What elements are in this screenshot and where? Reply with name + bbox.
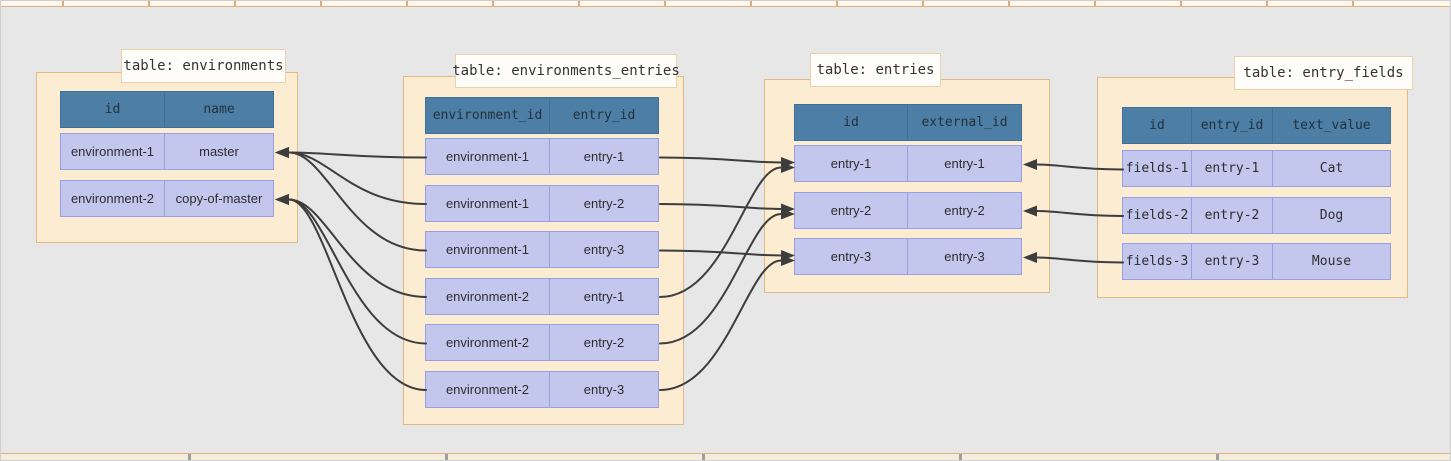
header-cell: name (164, 91, 274, 128)
table-title-text: table: entries (816, 62, 935, 78)
header-cell: environment_id (425, 97, 550, 134)
clipped-boxes-bottom-strip (1, 453, 1450, 460)
table-cell: entry-2 (1191, 196, 1273, 234)
table-cell: entry-3 (549, 370, 659, 408)
table-cell: environment-2 (425, 370, 550, 408)
table-cell: environment-1 (425, 138, 550, 175)
clipped-boxes-top-strip (1, 1, 1450, 7)
table-cell: entry-1 (549, 277, 659, 315)
table-cell: environment-2 (425, 324, 550, 361)
table-cell: entry-2 (549, 324, 659, 361)
table-title-environments: table: environments (121, 49, 286, 83)
header-cell: entry_id (1191, 107, 1273, 144)
table-cell: environment-1 (425, 184, 550, 222)
table-cell: fields-3 (1122, 243, 1192, 280)
table-cell: copy-of-master (164, 180, 274, 217)
table-title-entry-fields: table: entry_fields (1234, 56, 1413, 90)
table-cell: entry-2 (549, 184, 659, 222)
table-cell: entry-1 (1191, 150, 1273, 187)
table-cell: entry-2 (907, 191, 1022, 229)
table-title-text: table: environments_entries (452, 63, 680, 79)
header-cell: id (1122, 107, 1192, 144)
header-cell: external_id (907, 104, 1022, 141)
table-cell: entry-3 (549, 231, 659, 268)
header-cell: id (794, 104, 908, 141)
table-cell: environment-2 (60, 180, 165, 217)
header-cell: id (60, 91, 165, 128)
table-cell: Dog (1272, 196, 1391, 234)
table-cell: entry-1 (549, 138, 659, 175)
header-cell: entry_id (549, 97, 659, 134)
table-title-text: table: environments (123, 58, 284, 74)
table-title-entries: table: entries (810, 53, 941, 87)
table-panel-environments-entries: table: environments_entries environment_… (403, 54, 684, 425)
table-cell: environment-1 (425, 231, 550, 268)
table-cell: entry-1 (794, 145, 908, 182)
table-cell: master (164, 133, 274, 170)
header-cell: text_value (1272, 107, 1391, 144)
table-cell: entry-2 (794, 191, 908, 229)
table-cell: fields-1 (1122, 150, 1192, 187)
table-cell: fields-2 (1122, 196, 1192, 234)
table-cell: Cat (1272, 150, 1391, 187)
table-cell: entry-3 (907, 238, 1022, 275)
table-cell: Mouse (1272, 243, 1391, 280)
table-title-environments-entries: table: environments_entries (452, 54, 680, 88)
table-title-text: table: entry_fields (1243, 65, 1404, 81)
table-cell: environment-2 (425, 277, 550, 315)
table-cell: entry-3 (1191, 243, 1273, 280)
table-cell: entry-1 (907, 145, 1022, 182)
table-cell: entry-3 (794, 238, 908, 275)
table-cell: environment-1 (60, 133, 165, 170)
